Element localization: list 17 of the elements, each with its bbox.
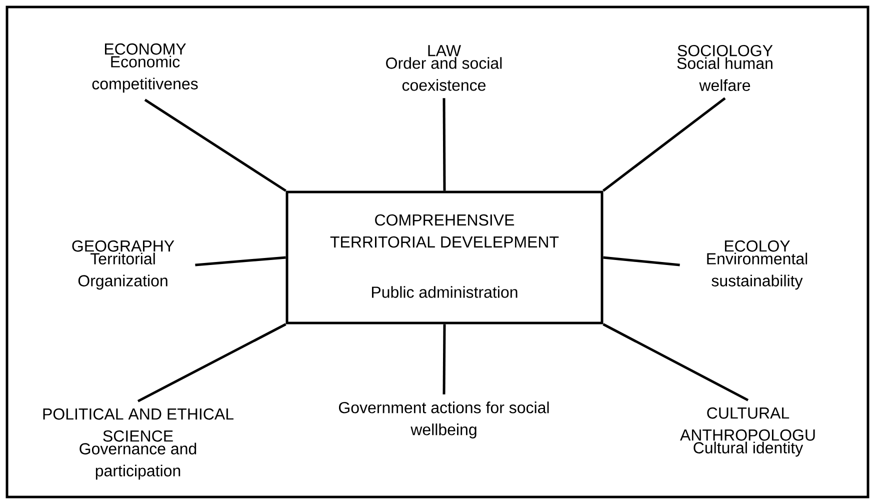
topic-label: ECOLOY Environmental sustainability bbox=[707, 240, 808, 290]
topic-label: GEOGRAPHY Territorial Organization bbox=[72, 240, 174, 290]
connector-line bbox=[137, 323, 286, 402]
connector-line bbox=[442, 324, 446, 394]
topic-label: SOCIOLOGY Social human welfare bbox=[677, 44, 773, 92]
connector-line bbox=[602, 323, 749, 402]
connector-line bbox=[195, 256, 286, 266]
topic-label: LAW Order and social coexistence bbox=[386, 45, 502, 91]
connector-line bbox=[144, 98, 286, 192]
connector-line bbox=[602, 97, 726, 192]
connector-line bbox=[442, 98, 446, 191]
topic-label: POLITICAL AND ETHICAL SCIENCE Governance and participation bbox=[43, 408, 234, 480]
central-box: COMPREHENSIVE TERRITORIAL DEVELEPMENT Public administration bbox=[286, 190, 604, 324]
connector-line bbox=[603, 256, 680, 266]
topic-label: CULTURAL ANTHROPOLOGU Cultural identity bbox=[680, 407, 815, 457]
topic-label: Government actions for social wellbeing bbox=[338, 402, 549, 438]
topic-label: ECONOMY Economic competitivenes bbox=[92, 43, 198, 93]
